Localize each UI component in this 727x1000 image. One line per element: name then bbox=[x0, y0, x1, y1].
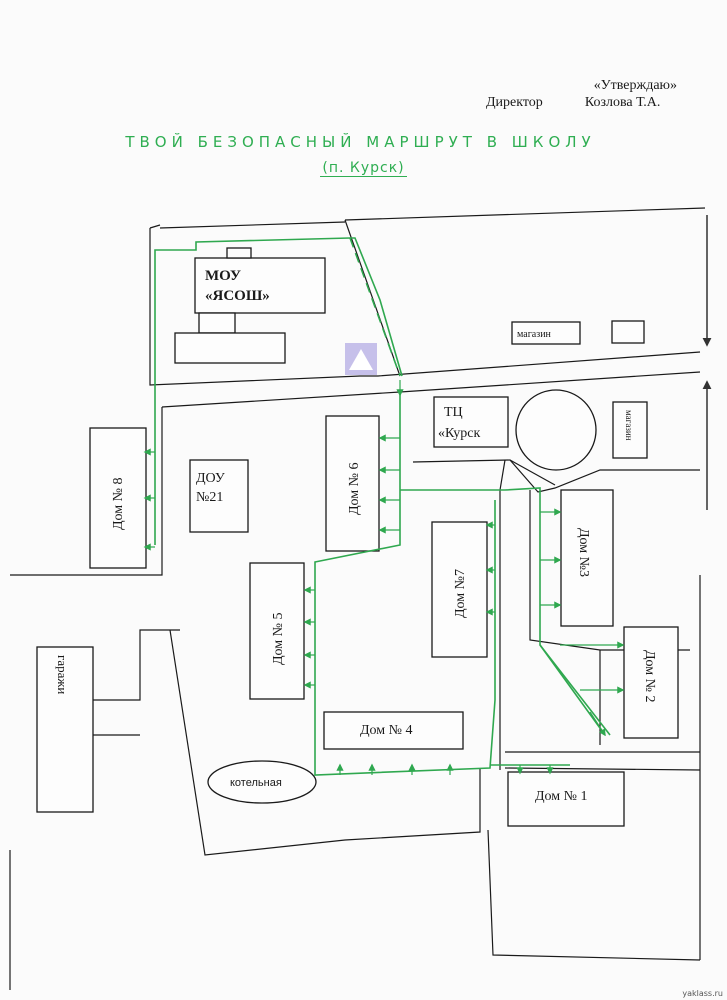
boiler-building bbox=[207, 760, 317, 804]
dom8-label: Дом № 8 bbox=[111, 478, 126, 531]
shop-top-building bbox=[511, 321, 581, 345]
school-entrance bbox=[226, 247, 252, 259]
dom2-label: Дом № 2 bbox=[642, 650, 657, 703]
director-label: Директор bbox=[486, 95, 543, 110]
dom7-label: Дом №7 bbox=[453, 569, 468, 618]
school-building bbox=[194, 257, 326, 314]
subtitle-text: (п. Курск) bbox=[320, 160, 407, 177]
director-name: Козлова Т.А. bbox=[584, 95, 661, 110]
dou-label-1: ДОУ bbox=[196, 471, 225, 486]
director-line: Директор Козлова Т.А. bbox=[486, 95, 660, 111]
dom4-building bbox=[323, 711, 464, 750]
dom6-building bbox=[325, 415, 380, 552]
page-title: ТВОЙ БЕЗОПАСНЫЙ МАРШРУТ В ШКОЛУ bbox=[125, 133, 596, 151]
dom5-building bbox=[249, 562, 305, 700]
route-arrows bbox=[143, 380, 625, 775]
school-wing bbox=[174, 332, 286, 364]
small-building bbox=[611, 320, 645, 344]
crosswalk-sign-icon bbox=[345, 343, 377, 375]
shop-right-building bbox=[612, 401, 648, 459]
school-label-2: «ЯСОШ» bbox=[205, 288, 270, 304]
garages-label: гаражи bbox=[55, 655, 70, 694]
dom3-label: Дом №3 bbox=[576, 528, 591, 577]
dom1-building bbox=[507, 771, 625, 827]
boiler-label: котельная bbox=[230, 777, 282, 789]
dom1-label: Дом № 1 bbox=[535, 789, 588, 804]
tc-label-2: «Курск bbox=[438, 426, 480, 441]
dom2-building bbox=[623, 626, 679, 739]
school-label-1: МОУ bbox=[205, 268, 241, 284]
dou-building bbox=[189, 459, 249, 533]
page-subtitle: (п. Курск) bbox=[0, 160, 727, 177]
roundabout bbox=[515, 389, 597, 471]
buildings bbox=[36, 247, 679, 827]
shop-right-label: магазин bbox=[624, 410, 634, 441]
shop-top-label: магазин bbox=[517, 329, 552, 340]
tc-building bbox=[433, 396, 509, 448]
dom5-label: Дом № 5 bbox=[271, 613, 286, 666]
school-annex bbox=[198, 312, 236, 334]
tc-label-1: ТЦ bbox=[444, 405, 463, 420]
dom6-label: Дом № 6 bbox=[347, 463, 362, 516]
dom4-label: Дом № 4 bbox=[360, 723, 413, 738]
dom3-building bbox=[560, 489, 614, 627]
approval-stamp: «Утверждаю» bbox=[593, 78, 677, 93]
watermark: yaklass.ru bbox=[682, 989, 723, 998]
garages-building bbox=[36, 646, 94, 813]
safe-route bbox=[154, 237, 611, 776]
dou-label-2: №21 bbox=[196, 490, 223, 505]
dom7-building bbox=[431, 521, 488, 658]
